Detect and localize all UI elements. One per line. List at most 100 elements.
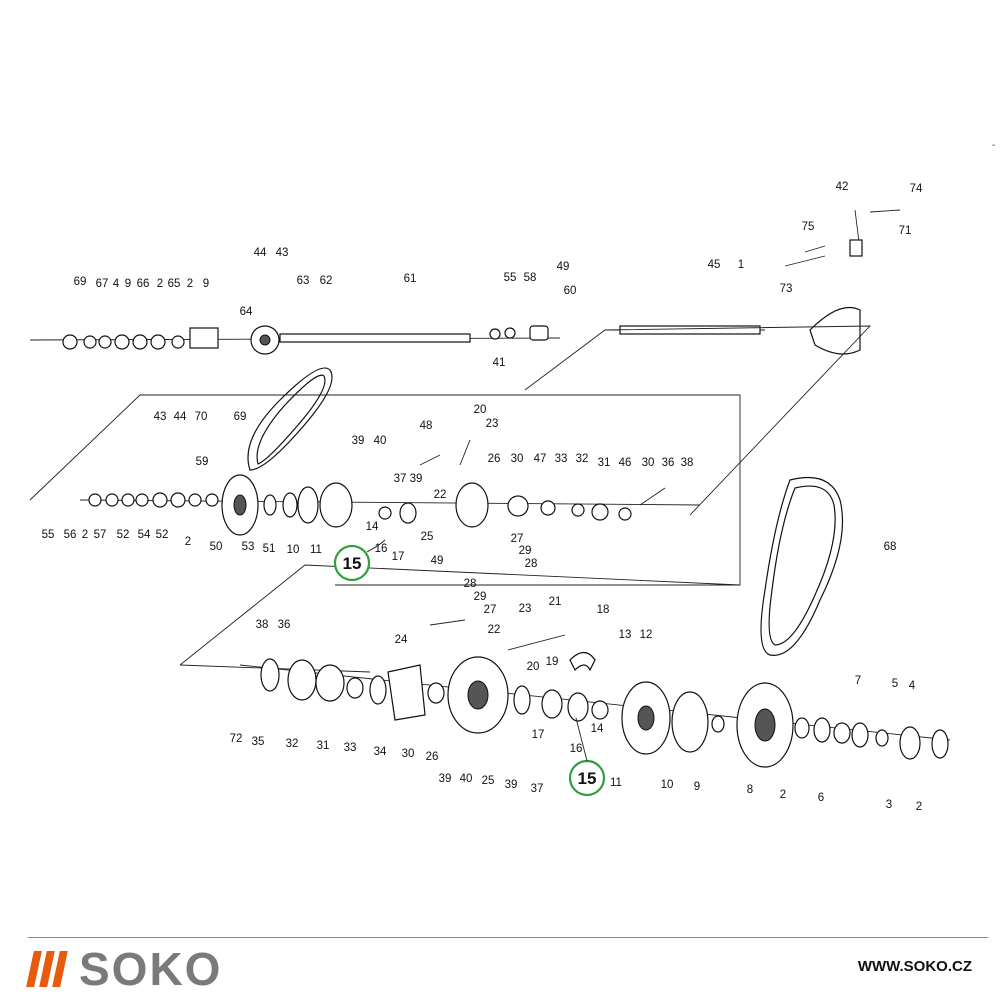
part-label: 33 bbox=[555, 453, 568, 465]
soko-logo[interactable]: SOKO bbox=[26, 943, 223, 995]
part-labels: 69 67 4 9 66 2 65 2 9 44 43 63 62 64 61 … bbox=[42, 181, 923, 813]
part-label: 17 bbox=[532, 729, 545, 741]
part-label: 10 bbox=[287, 544, 300, 556]
part-label: 18 bbox=[597, 604, 610, 616]
part-label: 69 bbox=[74, 276, 87, 288]
part-label: 32 bbox=[576, 453, 589, 465]
part-label: 24 bbox=[395, 634, 408, 646]
part-label: 34 bbox=[374, 746, 387, 758]
part-label: 23 bbox=[486, 418, 499, 430]
part-label: 38 bbox=[681, 457, 694, 469]
part-label: 69 bbox=[234, 411, 247, 423]
part-label: 57 bbox=[94, 529, 107, 541]
part-label: 23 bbox=[519, 603, 532, 615]
part-label: 73 bbox=[780, 283, 793, 295]
part-label: 59 bbox=[196, 456, 209, 468]
part-label: 9 bbox=[125, 278, 131, 290]
part-label: 4 bbox=[113, 278, 120, 290]
part-label: 60 bbox=[564, 285, 577, 297]
part-label: 11 bbox=[610, 777, 622, 789]
part-label: 20 bbox=[527, 661, 540, 673]
part-label: 62 bbox=[320, 275, 333, 287]
part-label: 36 bbox=[662, 457, 675, 469]
part-label: 27 bbox=[511, 533, 524, 545]
part-label: 9 bbox=[203, 278, 209, 290]
part-label: 22 bbox=[488, 624, 501, 636]
part-label: 10 bbox=[661, 779, 674, 791]
part-label: 61 bbox=[404, 273, 417, 285]
part-label: 64 bbox=[240, 306, 253, 318]
part-label: 22 bbox=[434, 489, 447, 501]
part-label: 17 bbox=[392, 551, 405, 563]
part-label: 43 bbox=[154, 411, 167, 423]
part-label: 2 bbox=[82, 529, 88, 541]
part-label: 74 bbox=[910, 183, 923, 195]
part-label: 39 bbox=[352, 435, 365, 447]
part-label: 75 bbox=[802, 221, 815, 233]
part-label: 72 bbox=[230, 733, 243, 745]
part-label: 29 bbox=[474, 591, 487, 603]
part-label: 30 bbox=[642, 457, 655, 469]
part-label: 7 bbox=[855, 675, 861, 687]
highlight-ring bbox=[333, 544, 371, 582]
part-label: 35 bbox=[252, 736, 265, 748]
part-label: 54 bbox=[138, 529, 151, 541]
part-label: 71 bbox=[899, 225, 912, 237]
part-label: 30 bbox=[511, 453, 524, 465]
part-label: 53 bbox=[242, 541, 255, 553]
part-label: 25 bbox=[482, 775, 495, 787]
part-label: 2 bbox=[916, 801, 922, 813]
part-label: 31 bbox=[317, 740, 330, 752]
part-label: 16 bbox=[375, 543, 388, 555]
part-label: 13 bbox=[619, 629, 632, 641]
part-label: 36 bbox=[278, 619, 291, 631]
part-label: 4 bbox=[909, 680, 916, 692]
part-label: 55 bbox=[504, 272, 517, 284]
part-label: 50 bbox=[210, 541, 223, 553]
part-label: 19 bbox=[546, 656, 559, 668]
upper-shaft-assembly bbox=[29, 209, 901, 355]
part-label: 21 bbox=[549, 596, 562, 608]
part-label: 70 bbox=[195, 411, 208, 423]
part-label: 20 bbox=[474, 404, 487, 416]
highlight-label: 15 bbox=[578, 769, 597, 788]
lower-assembly bbox=[239, 619, 951, 768]
part-label: 44 bbox=[174, 411, 187, 423]
part-label: 42 bbox=[836, 181, 849, 193]
part-label: 39 bbox=[505, 779, 518, 791]
part-label: 25 bbox=[421, 531, 434, 543]
part-label: 32 bbox=[286, 738, 299, 750]
part-label: 5 bbox=[892, 678, 898, 690]
part-label: 2 bbox=[187, 278, 193, 290]
part-15-highlight-lower: 15 bbox=[568, 717, 606, 797]
part-15-highlight-upper: 15 bbox=[333, 539, 386, 582]
part-label: 48 bbox=[420, 420, 433, 432]
part-label: 68 bbox=[884, 541, 897, 553]
part-label: 65 bbox=[168, 278, 181, 290]
part-label: 38 bbox=[256, 619, 269, 631]
part-label: 9 bbox=[694, 781, 700, 793]
part-label: 6 bbox=[818, 792, 824, 804]
part-label: 30 bbox=[402, 748, 415, 760]
part-label: 28 bbox=[464, 578, 477, 590]
part-label: 1 bbox=[738, 259, 744, 271]
part-label: 39 bbox=[439, 773, 452, 785]
middle-assembly bbox=[79, 439, 701, 536]
website-link[interactable]: WWW.SOKO.CZ bbox=[857, 958, 972, 975]
brand-name: SOKO bbox=[79, 943, 223, 995]
corner-mark: - bbox=[992, 140, 996, 151]
part-label: 26 bbox=[488, 453, 501, 465]
part-label: 51 bbox=[263, 543, 276, 555]
part-label: 37 bbox=[394, 473, 407, 485]
part-label: 3 bbox=[886, 799, 892, 811]
part-label: 45 bbox=[708, 259, 721, 271]
part-label: 41 bbox=[493, 357, 506, 369]
part-label: 52 bbox=[156, 529, 169, 541]
part-label: 52 bbox=[117, 529, 130, 541]
part-label: 2 bbox=[157, 278, 163, 290]
part-label: 11 bbox=[310, 544, 322, 556]
part-label: 14 bbox=[366, 521, 379, 533]
part-label: 29 bbox=[519, 545, 532, 557]
part-label: 44 bbox=[254, 247, 267, 259]
part-label: 43 bbox=[276, 247, 289, 259]
